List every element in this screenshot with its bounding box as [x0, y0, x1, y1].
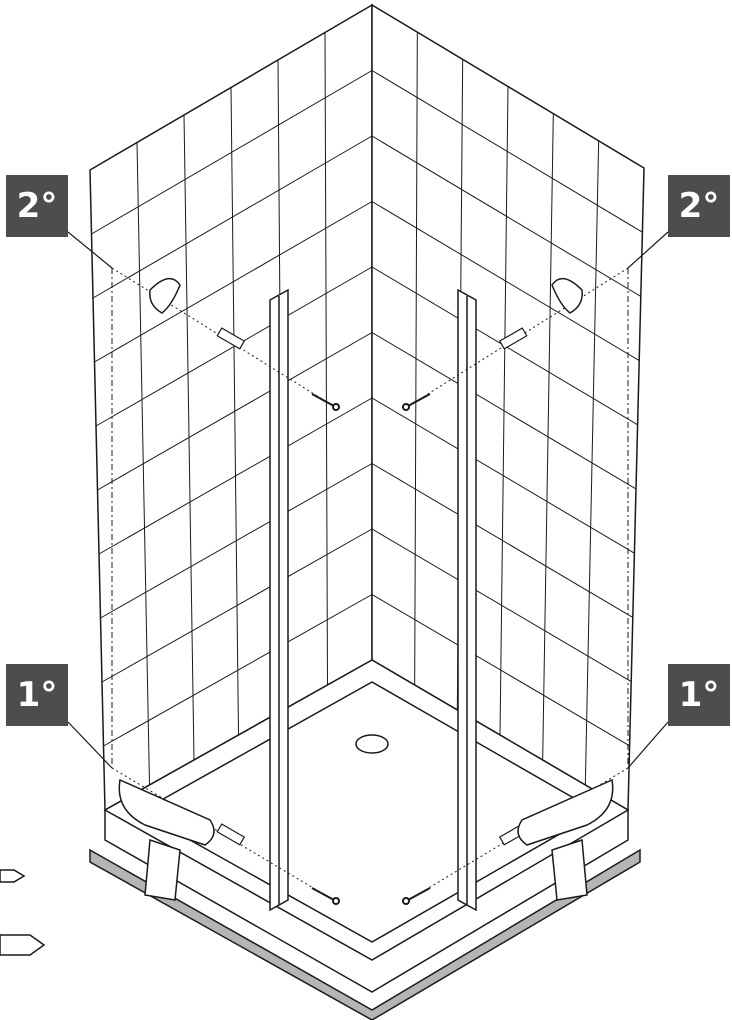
tile-joint	[371, 463, 634, 618]
tile-joint	[101, 528, 373, 683]
step-badge-upper-right: 2°	[668, 175, 730, 237]
step-badge-lower-right: 1°	[668, 664, 730, 726]
tile-joint	[371, 332, 637, 490]
shower-tray	[89, 659, 641, 1020]
drain	[355, 734, 389, 754]
tile-joint	[371, 397, 635, 554]
tile-joint	[95, 266, 373, 427]
tile-joint	[371, 70, 643, 233]
drill-bit-icon	[0, 869, 46, 956]
tile-joint	[97, 332, 373, 491]
step-badge-lower-left: 1°	[6, 664, 68, 726]
tile-joint	[92, 135, 373, 299]
badge-pointers	[67, 231, 669, 769]
tile-joint	[91, 70, 373, 235]
wall-profiles	[269, 288, 477, 912]
tile-joint	[371, 528, 632, 683]
right-wall-tiles	[371, 32, 643, 786]
drill-icon	[118, 778, 614, 901]
left-wall-tiles	[91, 32, 373, 786]
tile-joint	[100, 463, 373, 619]
tile-joint	[371, 594, 630, 747]
tile-joint	[94, 201, 373, 363]
wall-plug-icon	[216, 327, 528, 846]
tile-joint	[371, 201, 640, 362]
tile-joint	[103, 594, 373, 747]
step-badge-upper-left: 2°	[6, 175, 68, 237]
tile-joint	[98, 397, 373, 555]
floor-strip	[89, 848, 641, 1020]
corner-walls	[89, 3, 645, 812]
screw-icon	[311, 393, 431, 905]
bracket-icon	[149, 277, 583, 314]
tile-joint	[371, 135, 642, 297]
